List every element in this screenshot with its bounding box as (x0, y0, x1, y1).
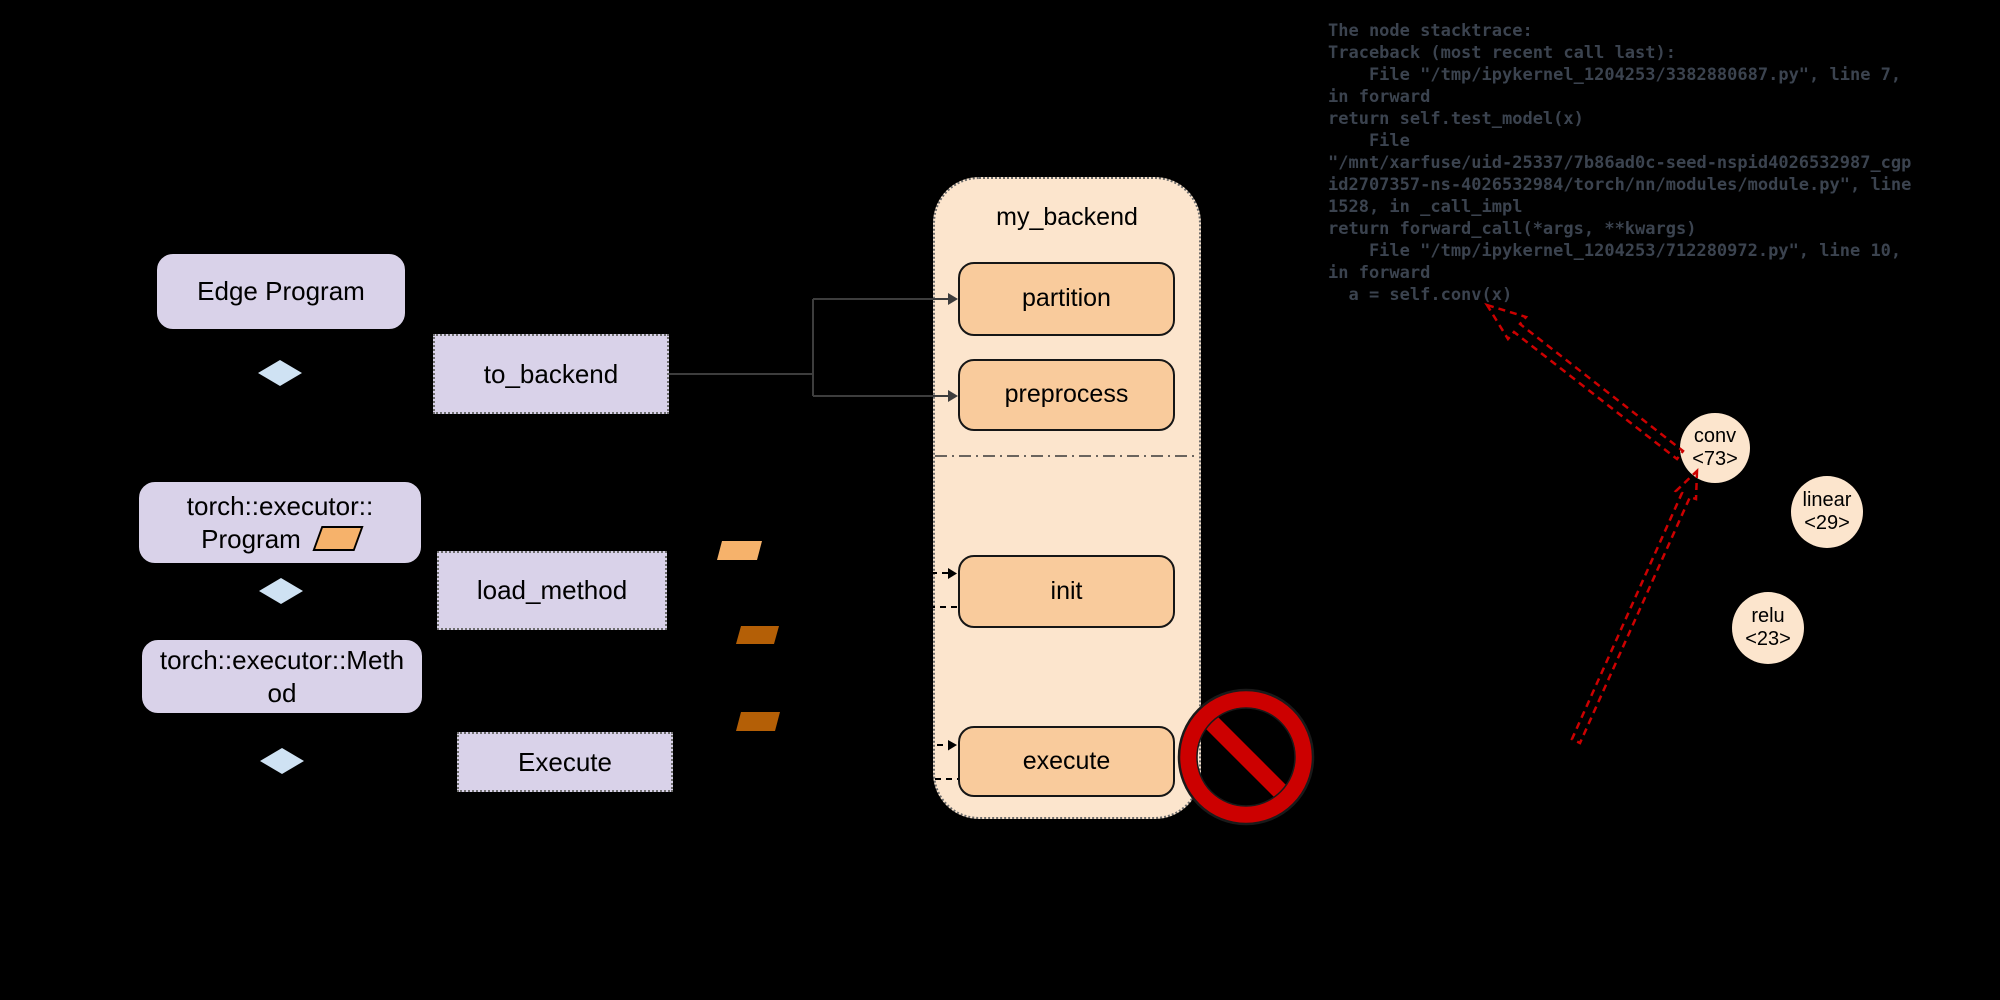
method-label-line1: torch::executor::Meth (159, 645, 405, 675)
arrow-to-conv-node-icon (1570, 467, 1699, 745)
init-stage-box: init (958, 555, 1175, 628)
linear-node-circle: linear <29> (1791, 476, 1863, 548)
init-stage-label: init (1050, 576, 1083, 605)
relu-node-id: <23> (1745, 628, 1791, 650)
conv-to-stacktrace-arrow-icon (1484, 302, 1685, 461)
dark-parallelogram-icon (736, 626, 779, 644)
node-stacktrace-text: The node stacktrace: Traceback (most rec… (1328, 21, 1912, 305)
linear-node-name: linear (1802, 489, 1852, 511)
token-arrowhead-icon (733, 708, 741, 718)
to-backend-box: to_backend (433, 334, 669, 414)
edge-program-label: Edge Program (197, 276, 365, 307)
program-label-line2: Program (201, 523, 301, 554)
partition-stage-box: partition (958, 262, 1175, 336)
execute-return-arrowhead-icon (673, 774, 682, 785)
torch-executor-method-box: torch::executor::Meth od (140, 638, 424, 715)
diamond-icon (260, 748, 304, 774)
diamond-icon (259, 578, 303, 604)
edge-program-box: Edge Program (155, 252, 407, 331)
load-method-label: load_method (476, 575, 628, 606)
to-backend-label: to_backend (483, 358, 619, 389)
light-parallelogram-icon (717, 541, 762, 560)
preprocess-stage-box: preprocess (958, 359, 1175, 431)
load-method-box: load_method (437, 551, 667, 630)
relu-node-name: relu (1751, 605, 1785, 627)
execute-call-label: Execute (518, 746, 612, 777)
relu-node-circle: relu <23> (1732, 592, 1804, 664)
execute-call-box: Execute (457, 732, 673, 792)
diamond-icon (258, 360, 302, 386)
to-backend-connector-line (669, 298, 949, 397)
execute-stage-label: execute (1022, 746, 1111, 775)
my-backend-title: my_backend (996, 203, 1138, 231)
preprocess-stage-label: preprocess (1004, 380, 1129, 409)
token-arrowhead-icon (733, 623, 741, 633)
torch-executor-program-box: torch::executor:: Program (137, 480, 423, 565)
program-data-parallelogram-icon (312, 526, 364, 552)
conv-node-name: conv (1693, 425, 1737, 447)
conv-node-circle: conv <73> (1680, 413, 1750, 483)
dark-parallelogram-icon (736, 712, 780, 731)
execute-stage-box: execute (958, 726, 1175, 797)
method-label-line2: od (267, 677, 297, 708)
conv-node-id: <73> (1692, 448, 1738, 470)
program-label-line1: torch::executor:: (186, 491, 374, 521)
partition-stage-label: partition (1022, 284, 1111, 313)
linear-node-id: <29> (1804, 512, 1850, 534)
load-method-return-arrowhead-icon (667, 602, 676, 613)
